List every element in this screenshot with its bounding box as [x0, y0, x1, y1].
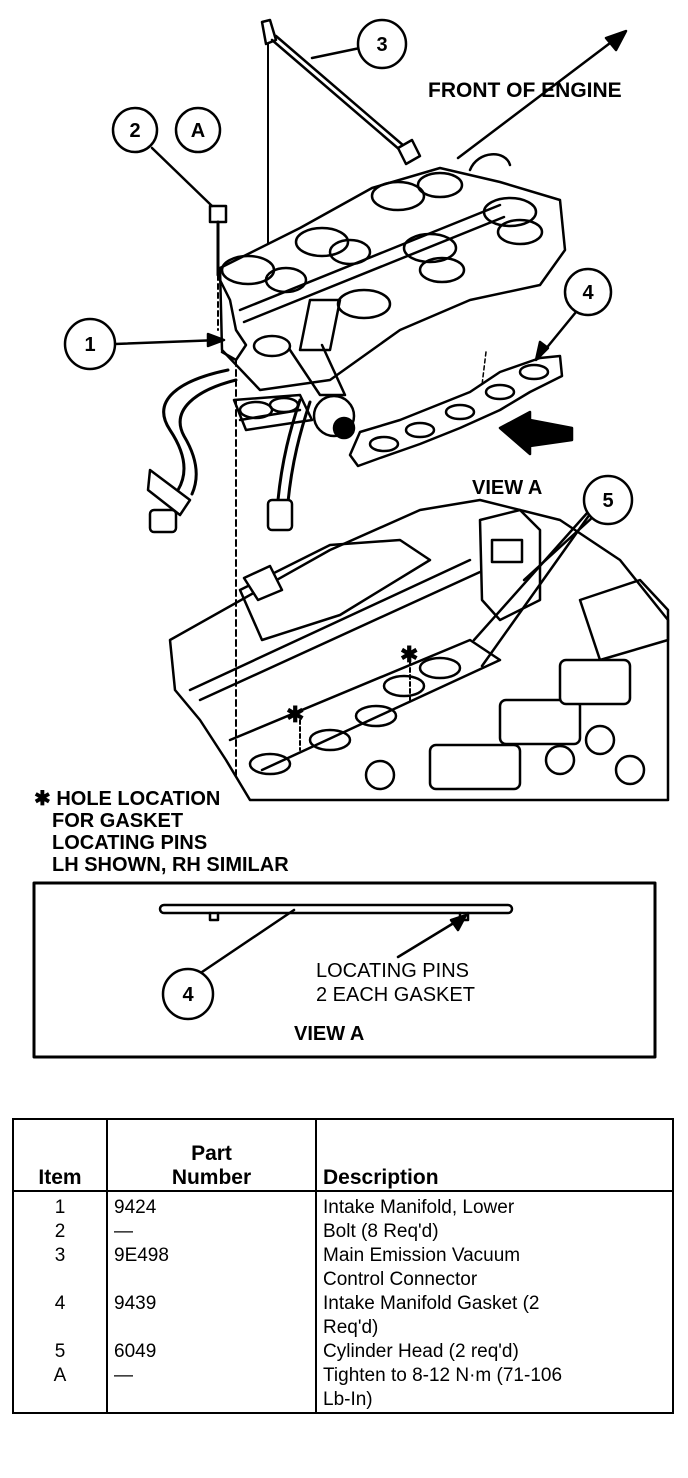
locating-pins-count-label: 2 EACH GASKET [316, 984, 475, 1006]
callout-1: 1 [84, 334, 95, 356]
cell-description: Intake Manifold, Lower [315, 1191, 674, 1220]
cell-part-number: 9439 [106, 1292, 317, 1340]
cell-part-number: — [106, 1364, 317, 1414]
locating-pins-label: LOCATING PINS [316, 960, 469, 982]
view-a-inset-label: VIEW A [294, 1023, 364, 1045]
description-line: Main Emission Vacuum [323, 1245, 521, 1266]
note-line-4: LH SHOWN, RH SIMILAR [52, 854, 289, 876]
cell-part-number: — [106, 1220, 317, 1244]
front-of-engine-arrow [456, 32, 624, 160]
cell-item: 2 [12, 1220, 108, 1244]
callout-a-circle [174, 106, 222, 154]
intake-manifold-part [218, 153, 567, 440]
hole-location-note: ✱ HOLE LOCATION FOR GASKET LOCATING PINS… [34, 788, 289, 876]
view-a-arrow [498, 410, 574, 456]
cell-description: Bolt (8 Req'd) [315, 1220, 674, 1244]
callout-4-inset: 4 [182, 984, 194, 1006]
view-a-label: VIEW A [472, 477, 542, 499]
front-of-engine-label: FRONT OF ENGINE [428, 79, 622, 102]
note-line-1: ✱ HOLE LOCATION [34, 788, 221, 810]
cell-item: 3 [12, 1244, 108, 1292]
description-line: Tighten to 8-12 N·m (71-106 [323, 1365, 563, 1386]
leader-3 [310, 46, 362, 60]
view-a-inset-box [32, 881, 657, 1059]
callout-5: 5 [602, 490, 613, 512]
callout-4: 4 [582, 282, 594, 304]
exploded-diagram: ✱ ✱ 3 2 A 1 4 5 4 FRONT OF ENGINE VIEW A… [32, 18, 670, 1059]
cylinder-head-part [168, 359, 670, 802]
cell-item: 5 [12, 1340, 108, 1364]
hoses [146, 368, 312, 534]
header-description: Description [315, 1118, 674, 1192]
leader-pins [396, 916, 464, 959]
leader-5c [522, 514, 596, 582]
callout-3: 3 [376, 34, 387, 56]
callout-a: A [191, 120, 205, 142]
cell-part-number: 6049 [106, 1340, 317, 1364]
description-line-continued: Req'd) [323, 1317, 379, 1338]
callout-4-circle [563, 267, 613, 317]
header-part-line2: Number [171, 1166, 252, 1189]
callout-1-circle [63, 317, 117, 371]
leader-2 [150, 146, 214, 208]
asterisk-2: ✱ [286, 702, 304, 727]
header-part-number: Part Number [106, 1118, 317, 1192]
cell-description: Cylinder Head (2 req'd) [315, 1340, 674, 1364]
description-line-continued: Control Connector [323, 1269, 478, 1290]
table-row: 2— Bolt (8 Req'd) [12, 1220, 674, 1244]
description-line-continued: Lb-In) [323, 1389, 373, 1410]
cell-part-number: 9424 [106, 1191, 317, 1220]
cell-item: 1 [12, 1191, 108, 1220]
cell-description: Intake Manifold Gasket (2 Req'd) [315, 1292, 674, 1340]
cell-part-number: 9E498 [106, 1244, 317, 1292]
description-line: Intake Manifold Gasket (2 [323, 1293, 540, 1314]
callout-3-circle [356, 18, 408, 70]
leader-5b [480, 512, 592, 668]
callout-5-circle [582, 474, 634, 526]
description-line: Bolt (8 Req'd) [323, 1221, 439, 1242]
description-line: Intake Manifold, Lower [323, 1197, 515, 1218]
cell-item: A [12, 1364, 108, 1414]
asterisk-1: ✱ [400, 642, 418, 667]
leader-4-inset [200, 908, 296, 974]
cell-item: 4 [12, 1292, 108, 1340]
callout-2-circle [111, 106, 159, 154]
bolt-part [208, 204, 228, 331]
table-header-row: Item Part Number Description [12, 1118, 674, 1192]
leader-1 [113, 338, 222, 346]
diagram-svg: ✱ ✱ 3 2 A 1 4 5 4 FRONT OF ENGINE VIEW A… [32, 18, 670, 1059]
callout-2: 2 [129, 120, 140, 142]
note-line-3: LOCATING PINS [52, 832, 208, 854]
callout-4-inset-circle [161, 967, 215, 1021]
note-line-2: FOR GASKET [52, 810, 184, 832]
description-line: Cylinder Head (2 req'd) [323, 1341, 519, 1362]
intake-gasket-part [348, 351, 564, 468]
leader-5a [472, 510, 590, 642]
header-part-line1: Part [191, 1142, 232, 1165]
header-item: Item [12, 1118, 108, 1192]
